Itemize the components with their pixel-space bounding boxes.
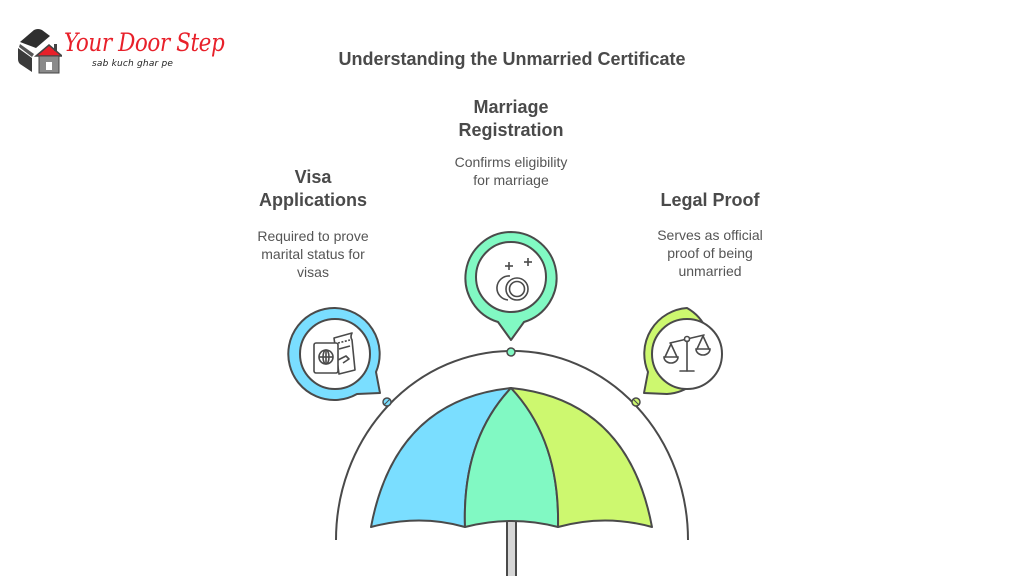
visa-desc-line2: marital status for (261, 246, 365, 262)
passport-ticket-icon (313, 332, 356, 375)
scales-of-justice-icon (663, 334, 711, 372)
marriage-heading-line1: Marriage (473, 97, 549, 117)
visa-heading-line2: Applications (258, 190, 367, 210)
visa-heading-line1: Visa (294, 167, 332, 187)
visa-desc-line1: Required to prove (257, 228, 369, 244)
marriage-desc-line2: for marriage (473, 172, 549, 188)
page-title: Understanding the Unmarried Certificate (338, 49, 686, 69)
visa-heading: Visa Applications (233, 166, 393, 212)
marriage-description: Confirms eligibility for marriage (431, 153, 591, 189)
logo-tagline: sab kuch ghar pe (92, 59, 174, 69)
legal-heading: Legal Proof (630, 189, 790, 212)
house-logo-icon (18, 29, 62, 74)
legal-bubble (643, 307, 723, 395)
marriage-bubble (464, 231, 558, 341)
marriage-heading-line2: Registration (458, 120, 564, 140)
logo-brand-name: Your Door Step (64, 28, 225, 57)
legal-heading-line1: Legal Proof (660, 190, 760, 210)
visa-bubble (287, 306, 381, 401)
visa-description: Required to prove marital status for vis… (233, 227, 393, 281)
wedding-rings-icon (496, 258, 532, 301)
marriage-heading: Marriage Registration (431, 96, 591, 142)
marriage-desc-line1: Confirms eligibility (454, 154, 568, 170)
logo: Your Door Step sab kuch ghar pe (16, 26, 236, 76)
legal-desc-line3: unmarried (678, 263, 742, 279)
umbrella-canopy (370, 387, 653, 528)
legal-description: Serves as official proof of being unmarr… (630, 226, 790, 280)
legal-desc-line2: proof of being (667, 245, 753, 261)
legal-desc-line1: Serves as official (657, 227, 763, 243)
canopy-panel-lime (510, 387, 653, 528)
visa-desc-line3: visas (297, 264, 329, 280)
connector-dot-marriage (506, 347, 516, 357)
umbrella-shaft (506, 519, 517, 576)
